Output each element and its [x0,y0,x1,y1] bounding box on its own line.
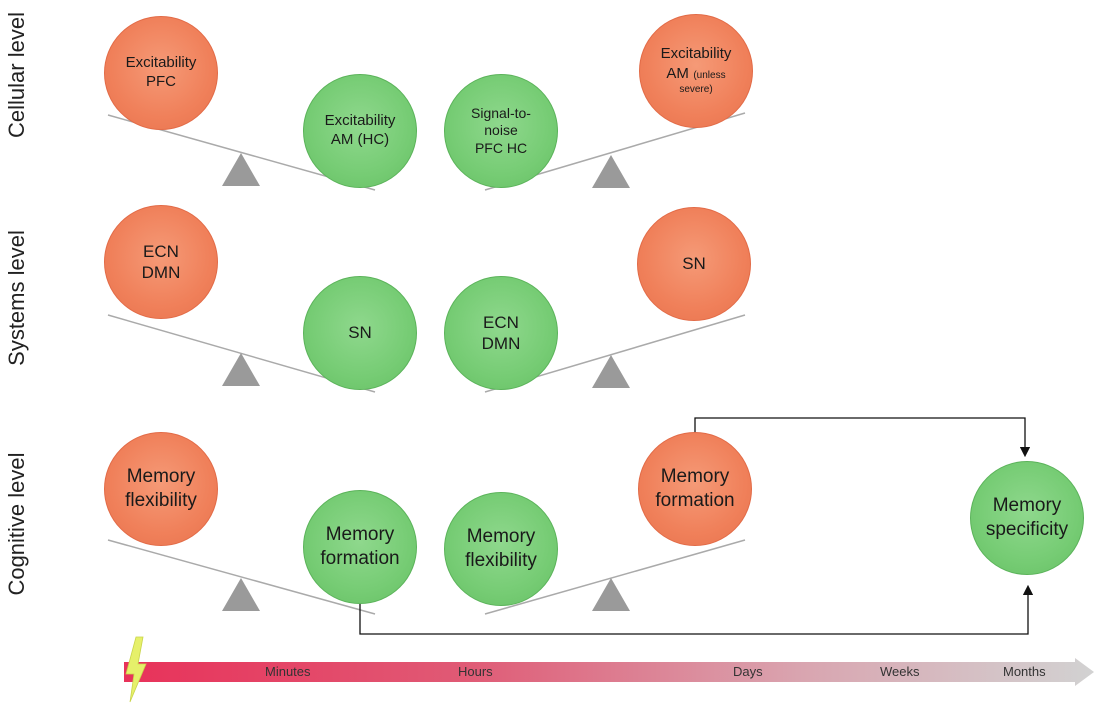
arrow-bottom-connector [359,584,1034,635]
fulcrum-icon [592,155,630,188]
circle-line: PFC HC [474,139,528,156]
circle-line: DMN [141,263,181,282]
circle-line: AM [666,65,689,83]
timeline-label-weeks: Weeks [880,664,920,679]
timeline-label-minutes: Minutes [265,664,311,679]
timeline-label-months: Months [1003,664,1046,679]
circle-memory-formation-green: Memory formation [303,490,417,604]
circle-line: flexibility [465,550,537,571]
circle-excitability-am-hc: Excitability AM (HC) [303,74,417,188]
circle-line: Excitability [125,54,197,72]
seesaw-plank-left-cognitive [107,539,376,615]
fulcrum-icon [222,353,260,386]
circle-line: Excitability [324,112,396,130]
circle-line: specificity [985,519,1069,540]
circle-memory-formation-orange: Memory formation [638,432,752,546]
timeline-label-days: Days [733,664,763,679]
circle-line: Memory [992,495,1062,517]
circle-line: Memory [660,466,730,488]
circle-ecn-dmn-green: ECN DMN [444,276,558,390]
seesaw-plank-right-cognitive [484,539,746,615]
circle-memory-specificity: Memory specificity [970,461,1084,575]
circle-line: formation [655,490,735,511]
circle-line: AM (HC) [330,131,390,148]
fulcrum-icon [592,355,630,388]
circle-line: Memory [325,524,395,546]
circle-line: flexibility [125,490,197,511]
timeline-label-hours: Hours [458,664,493,679]
circle-line-small: (unless [693,70,726,82]
circle-line: Excitability [660,45,732,63]
circle-memory-flexibility-orange: Memory flexibility [104,432,218,546]
circle-ecn-dmn-orange: ECN DMN [104,205,218,319]
circle-line: AM (unless [666,64,725,84]
circle-line: Memory [466,526,536,548]
circle-line-small: severe) [679,84,713,96]
circle-line: formation [320,548,400,569]
circle-line: ECN [483,312,519,332]
fulcrum-icon [592,578,630,611]
circle-line: Signal-to- [471,104,531,121]
circle-line: Memory [126,466,196,488]
circle-memory-flexibility-green: Memory flexibility [444,492,558,606]
circle-signal-to-noise: Signal-to- noise PFC HC [444,74,558,188]
circle-sn-green: SN [303,276,417,390]
fulcrum-icon [222,153,260,186]
circle-line: PFC [146,73,176,90]
timeline-arrow-bar [124,658,1094,686]
circle-line: SN [348,323,372,343]
circle-excitability-pfc: Excitability PFC [104,16,218,130]
circle-excitability-am: Excitability AM (unless severe) [639,14,753,128]
circle-sn-orange: SN [637,207,751,321]
lightning-bolt-icon [125,636,147,703]
circle-line: SN [682,254,706,274]
circle-line: ECN [143,241,179,261]
fulcrum-icon [222,578,260,611]
circle-line: DMN [481,334,521,353]
circle-line: noise [484,122,518,139]
arrow-top-connector [694,417,1031,458]
